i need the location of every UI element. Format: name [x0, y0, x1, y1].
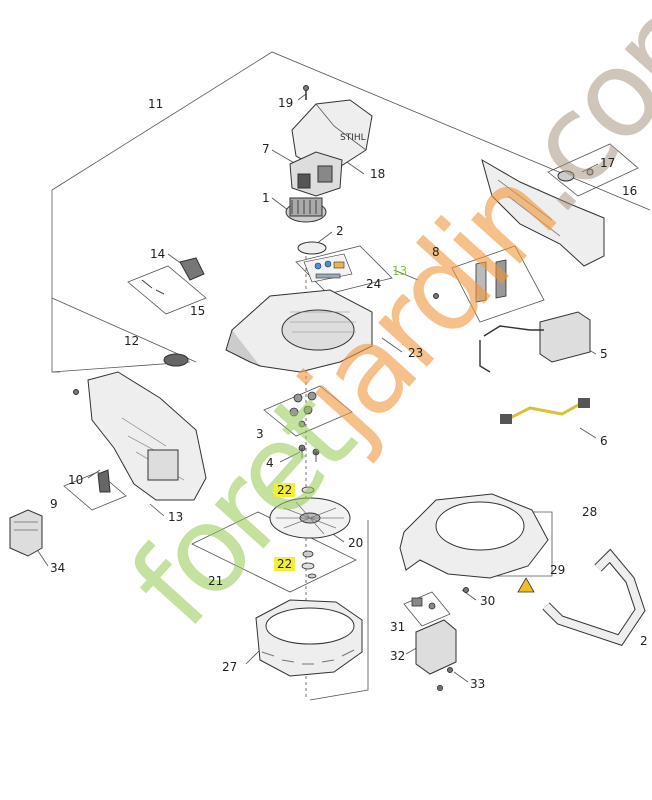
group-box-21: [191, 511, 357, 593]
label-9: 9: [50, 497, 58, 511]
screw-30: [463, 587, 469, 593]
group-box-16: [547, 143, 639, 197]
label-14: 14: [150, 247, 166, 261]
handle-16: [481, 158, 605, 267]
label-13-bottom: 13: [168, 510, 184, 524]
lever-10: [97, 469, 111, 493]
leader-4: [279, 451, 301, 463]
label-30: 30: [480, 594, 496, 608]
guard-band-27: [255, 599, 363, 677]
label-19: 19: [278, 96, 294, 110]
label-34: 34: [50, 561, 66, 575]
axis-line-right: [309, 520, 369, 701]
label-24: 24: [366, 277, 382, 291]
badge-12: [163, 353, 189, 367]
label-33: 33: [470, 677, 486, 691]
clamp-17: [557, 168, 594, 182]
bracket-12: [51, 297, 197, 363]
tube-2: [542, 548, 646, 646]
leader-13a: [393, 269, 419, 281]
nut-21: [302, 550, 317, 579]
label-12: 12: [124, 334, 140, 348]
label-31: 31: [390, 620, 406, 634]
leader-13b: [149, 503, 165, 517]
dampers-3: [289, 391, 317, 428]
label-18: 18: [370, 167, 386, 181]
label-7: 7: [262, 142, 270, 156]
label-4: 4: [266, 456, 274, 470]
group-box-9: [63, 471, 127, 511]
label-3: 3: [256, 427, 264, 441]
fan-impeller-20: [269, 497, 351, 539]
label-10: 10: [68, 473, 84, 487]
label-17: 17: [600, 156, 616, 170]
leader-6: [579, 427, 597, 439]
label-5: 5: [600, 347, 608, 361]
label-32: 32: [390, 649, 406, 663]
label-8: 8: [432, 245, 440, 259]
leader-10: [87, 469, 101, 479]
screw-13: [433, 293, 439, 299]
label-29: 29: [550, 563, 566, 577]
label-28: 28: [582, 505, 598, 519]
motor-housing-7: [289, 151, 343, 197]
group-box-24: [295, 245, 393, 295]
bracket-11-left: [51, 190, 60, 373]
ring-2: [297, 241, 327, 255]
battery-34: [9, 509, 43, 557]
label-16: 16: [622, 184, 638, 198]
side-housing-11: [87, 371, 207, 501]
washer-22-top: [301, 486, 315, 494]
group-box-15: [127, 265, 207, 315]
motor-1: [285, 197, 327, 223]
latch-31: [411, 597, 436, 610]
leader-19: [297, 93, 307, 101]
group-box-31: [403, 591, 451, 627]
label-11: 11: [148, 97, 164, 111]
label-6: 6: [600, 434, 608, 448]
cable-6: [500, 398, 590, 424]
label-22-bottom: 22: [274, 557, 296, 571]
label-20: 20: [348, 536, 364, 550]
label-1: 1: [262, 191, 270, 205]
leader-34: [35, 547, 49, 567]
washer-22-bottom: [301, 562, 315, 570]
label-22-top: 22: [274, 483, 296, 497]
blower-housing-23: [225, 289, 373, 373]
group-box-8: [451, 245, 545, 323]
label-15: 15: [190, 304, 206, 318]
nozzle-28: [399, 493, 549, 579]
labels-24: [303, 253, 353, 283]
cover-logo-text: STIHL: [340, 133, 366, 143]
screw-19: [303, 85, 309, 100]
leader-2: [315, 231, 333, 245]
label-23: 23: [408, 346, 424, 360]
screws-4: [298, 444, 320, 462]
battery-shaft-5: [479, 311, 591, 373]
switch-14: [141, 257, 205, 295]
leader-17: [581, 163, 599, 173]
label-2: 2: [336, 224, 344, 238]
leader-1: [271, 197, 289, 211]
label-2-tube: 2: [640, 634, 648, 648]
bracket-11: [51, 51, 651, 211]
contacts-8: [475, 259, 507, 303]
label-21: 21: [208, 574, 224, 588]
label-13-top: 13: [392, 264, 408, 278]
screws-33: [437, 667, 453, 691]
label-27: 27: [222, 660, 238, 674]
leader-33: [453, 671, 469, 683]
group-box-3: [263, 385, 353, 437]
leader-7: [271, 149, 297, 165]
screw-left: [73, 389, 79, 395]
holder-32: [415, 619, 457, 675]
warning-label-29: [517, 577, 535, 593]
leader-23: [381, 337, 403, 353]
